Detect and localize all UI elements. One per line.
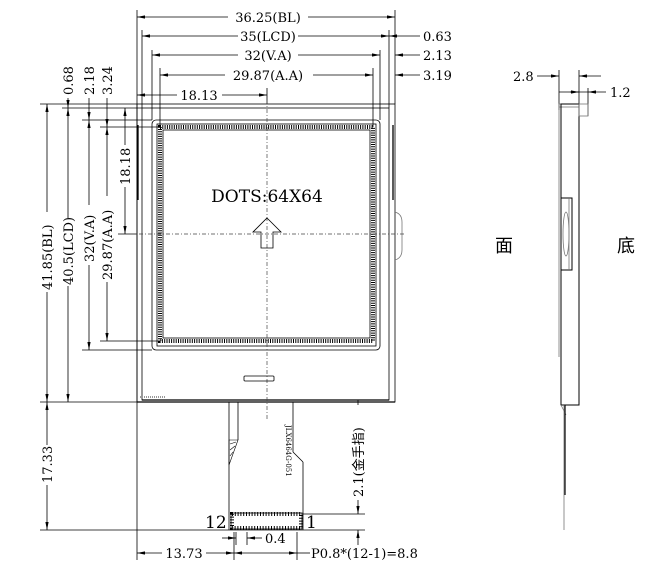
- orientation-arrow-icon: [252, 217, 282, 249]
- dim-fpc-offset: 13.73: [165, 547, 202, 562]
- dim-bl-width: 36.25(BL): [235, 11, 301, 26]
- viewing-area: [151, 119, 381, 351]
- dim-bl-height: 41.85(BL): [41, 224, 56, 290]
- left-dimensions: 0.68 2.18 3.24 41.85(BL) 40.5(LCD) 32(V.…: [38, 66, 134, 530]
- backlight-outline: [136, 103, 396, 403]
- lcd-module-front: DOTS:64X64: [130, 100, 405, 420]
- dim-va-width: 32(V.A): [244, 49, 291, 64]
- bottom-dimensions: 2.1(金手指) 0.4 13.73 P0.8*(12-1)=8.8: [137, 400, 418, 562]
- dim-step: 1.2: [610, 86, 631, 101]
- label-front: 面: [495, 236, 513, 257]
- dim-offset-319: 3.19: [423, 69, 452, 84]
- dots-label: DOTS:64X64: [211, 187, 323, 207]
- side-connector: [578, 103, 589, 117]
- dim-gold-finger: 2.1(金手指): [351, 427, 367, 497]
- pin-1-label: 1: [306, 513, 317, 533]
- top-dimensions: 36.25(BL) 35(LCD) 32(V.A) 29.87(A.A) 18.…: [137, 8, 452, 104]
- dim-offset-068: 0.68: [62, 66, 77, 95]
- dim-offset-213: 2.13: [423, 49, 452, 64]
- dim-thickness: 2.8: [513, 70, 534, 85]
- label-back: 底: [617, 236, 635, 257]
- side-view: 2.8 1.2 面 底: [495, 70, 635, 530]
- dim-pin-width: 0.4: [265, 532, 286, 547]
- fpc-label: JLX6464G-051: [284, 424, 292, 477]
- lcd-glass-outline: [141, 107, 390, 401]
- fpc-cable: JLX6464G-051 12 1: [205, 402, 365, 533]
- dim-offset-218: 2.18: [83, 66, 98, 95]
- dim-va-height: 32(V.A): [83, 215, 98, 262]
- dim-lcd-width: 35(LCD): [240, 30, 296, 45]
- dim-center-x: 18.13: [180, 89, 217, 104]
- dim-aa-height: 29.87(A.A): [101, 210, 116, 280]
- side-tab: [394, 211, 403, 261]
- module-side-body: [560, 103, 580, 406]
- dim-center-y: 18.18: [119, 148, 134, 185]
- pin-12-label: 12: [205, 513, 227, 533]
- slot: [243, 375, 275, 382]
- dim-fpc-length: 17.33: [41, 446, 56, 483]
- dim-aa-width: 29.87(A.A): [233, 69, 303, 84]
- dim-offset-063: 0.63: [423, 30, 452, 45]
- dim-offset-324: 3.24: [101, 66, 116, 95]
- dim-lcd-height: 40.5(LCD): [62, 217, 77, 285]
- dim-pitch: P0.8*(12-1)=8.8: [311, 547, 418, 562]
